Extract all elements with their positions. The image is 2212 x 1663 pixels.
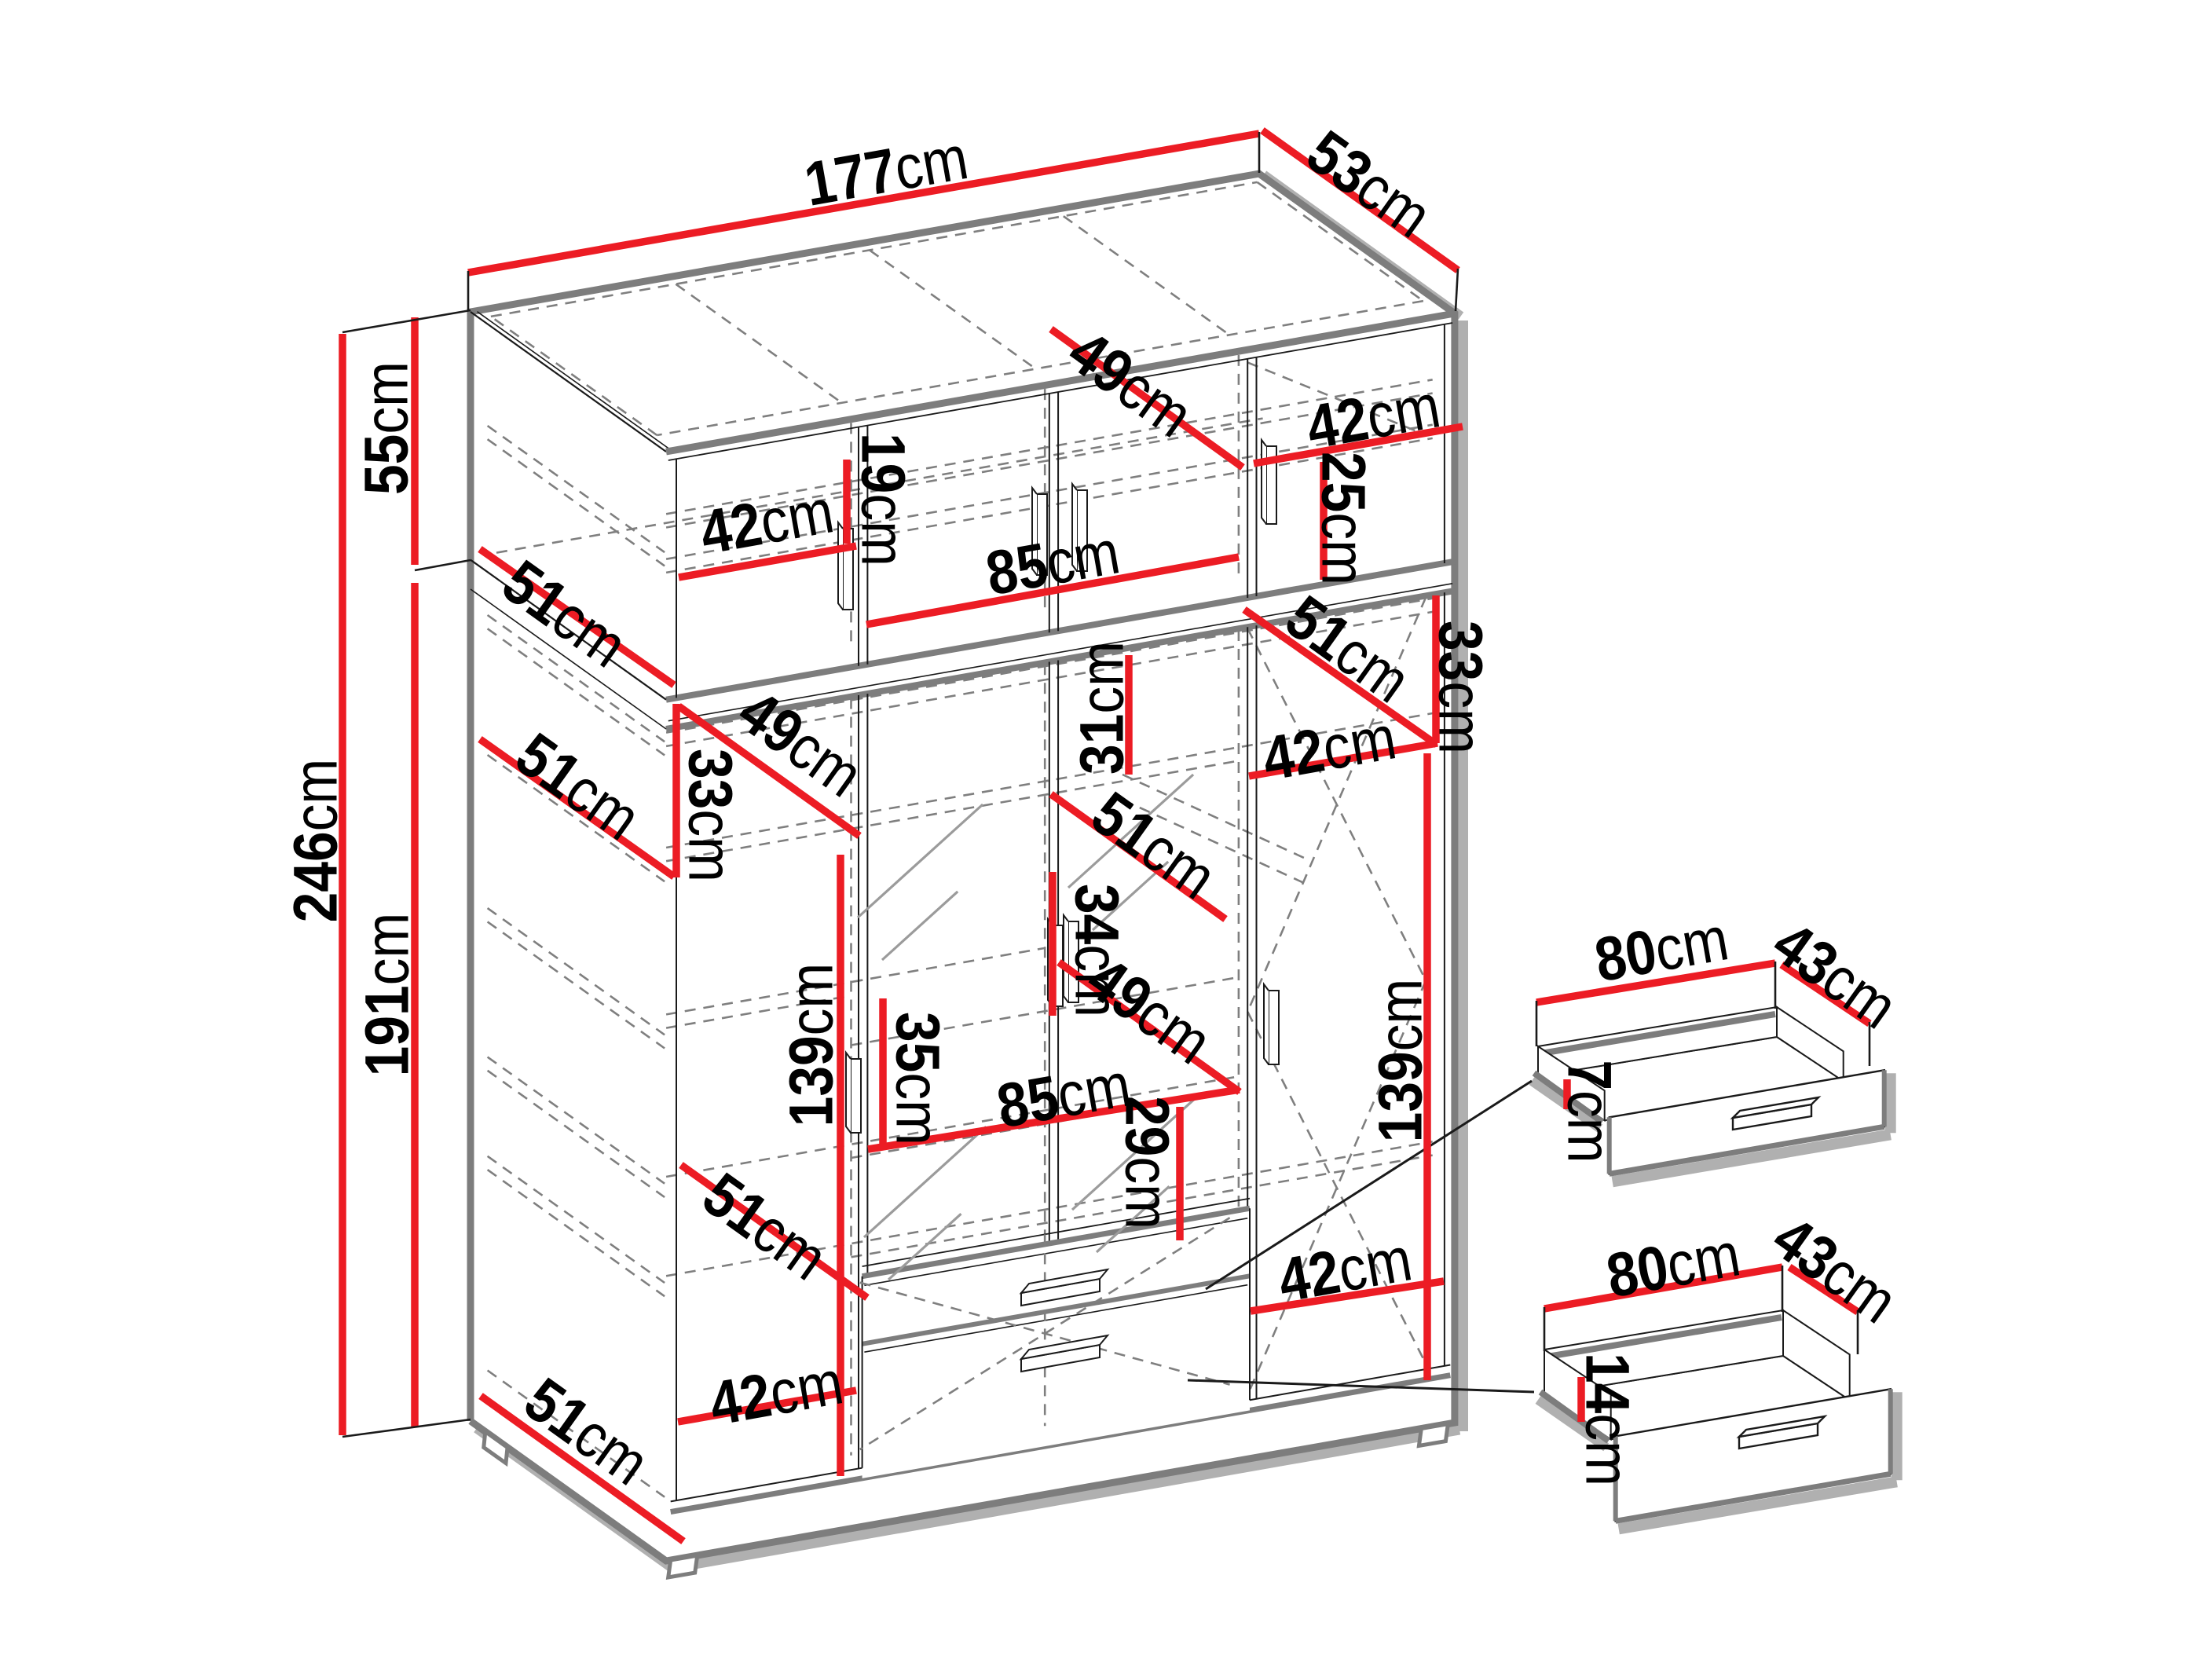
svg-text:42cm: 42cm bbox=[1258, 702, 1401, 793]
svg-text:33cm: 33cm bbox=[1426, 621, 1496, 754]
svg-text:80cm: 80cm bbox=[1590, 903, 1734, 995]
svg-text:29cm: 29cm bbox=[1113, 1096, 1182, 1229]
svg-text:42cm: 42cm bbox=[695, 476, 839, 567]
svg-text:177cm: 177cm bbox=[800, 123, 973, 219]
svg-text:25cm: 25cm bbox=[1309, 452, 1379, 585]
svg-text:139cm: 139cm bbox=[1365, 979, 1434, 1143]
svg-text:191cm: 191cm bbox=[352, 913, 421, 1077]
svg-text:42cm: 42cm bbox=[705, 1347, 848, 1438]
svg-text:80cm: 80cm bbox=[1602, 1219, 1745, 1310]
svg-text:33cm: 33cm bbox=[676, 749, 745, 882]
svg-text:19cm: 19cm bbox=[849, 433, 918, 566]
svg-text:14cm: 14cm bbox=[1573, 1353, 1643, 1486]
svg-text:31cm: 31cm bbox=[1067, 641, 1136, 775]
svg-text:42cm: 42cm bbox=[1273, 1224, 1417, 1315]
svg-text:246cm: 246cm bbox=[280, 759, 350, 923]
svg-text:34cm: 34cm bbox=[1063, 884, 1132, 1017]
svg-text:42cm: 42cm bbox=[1302, 371, 1445, 462]
svg-text:35cm: 35cm bbox=[884, 1012, 953, 1145]
svg-text:85cm: 85cm bbox=[981, 517, 1125, 608]
svg-text:55cm: 55cm bbox=[351, 361, 420, 495]
svg-text:7cm: 7cm bbox=[1555, 1060, 1624, 1163]
svg-text:85cm: 85cm bbox=[992, 1049, 1136, 1141]
svg-text:139cm: 139cm bbox=[776, 963, 845, 1127]
